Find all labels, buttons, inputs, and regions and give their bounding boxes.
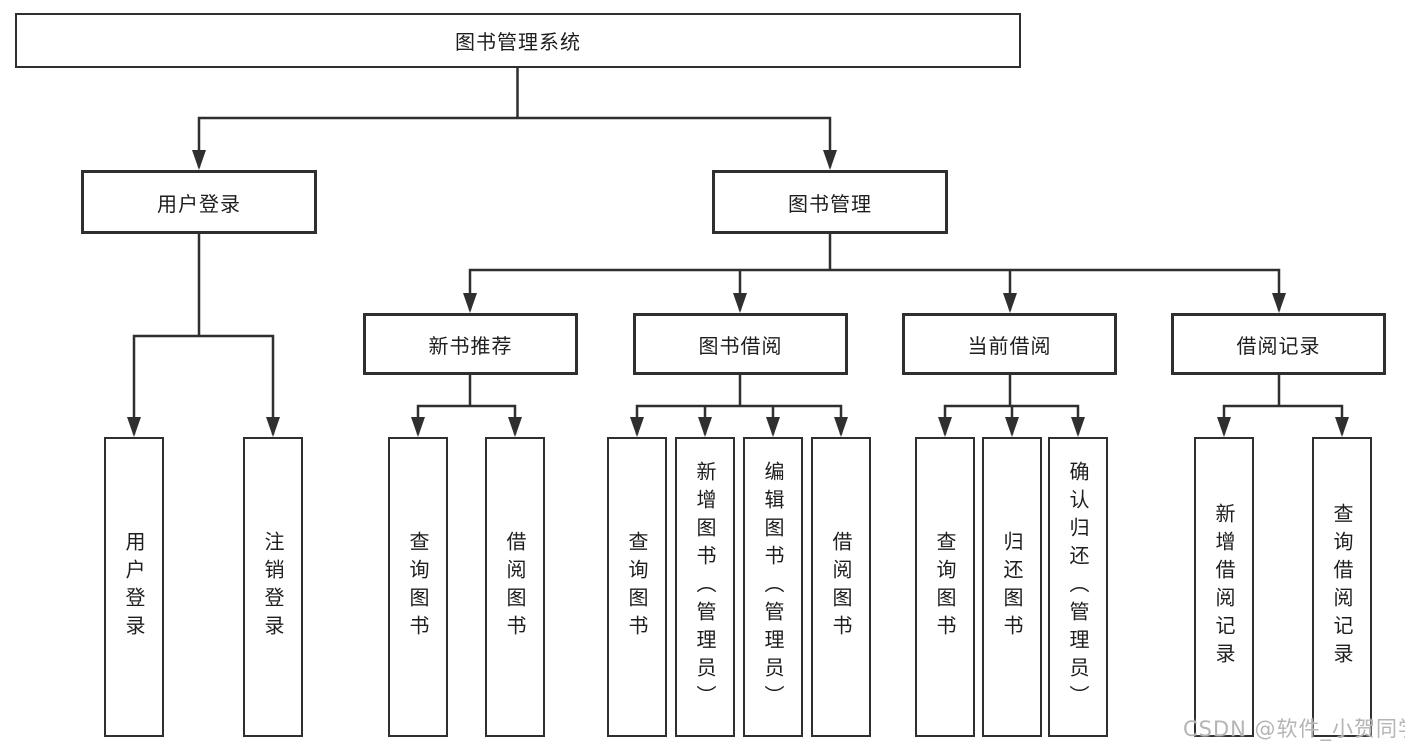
node-new-book-recommend: 新书推荐 (363, 313, 578, 375)
node-label: 当前借阅 (967, 333, 1052, 358)
node-label: 查询图书 (933, 531, 957, 643)
leaf-edit-book-admin: 编辑图书（管理员） (743, 437, 803, 737)
node-book-management: 图书管理 (712, 170, 948, 234)
leaf-return-book: 归还图书 (982, 437, 1042, 737)
node-label: 图书借阅 (698, 333, 783, 358)
leaf-confirm-return-admin: 确认归还（管理员） (1048, 437, 1108, 737)
node-label: 新增图书（管理员） (693, 461, 717, 713)
leaf-query-book-borrow: 查询图书 (607, 437, 667, 737)
node-label: 注销登录 (261, 531, 285, 643)
node-user-login: 用户登录 (81, 170, 317, 234)
leaf-add-book-admin: 新增图书（管理员） (675, 437, 735, 737)
node-book-borrow: 图书借阅 (633, 313, 848, 375)
node-label: 借阅图书 (503, 531, 527, 643)
node-label: 归还图书 (1000, 531, 1024, 643)
leaf-user-login: 用户登录 (104, 437, 164, 737)
node-label: 查询图书 (625, 531, 649, 643)
node-borrow-records: 借阅记录 (1171, 313, 1386, 375)
node-label: 新增借阅记录 (1212, 503, 1236, 671)
leaf-query-book-recommend: 查询图书 (388, 437, 448, 737)
leaf-query-borrow-record: 查询借阅记录 (1312, 437, 1372, 737)
node-label: 查询借阅记录 (1330, 503, 1354, 671)
node-label: 编辑图书（管理员） (761, 461, 785, 713)
node-current-borrow: 当前借阅 (902, 313, 1117, 375)
node-label: 查询图书 (406, 531, 430, 643)
node-label: 图书管理系统 (455, 30, 581, 54)
leaf-query-book-current: 查询图书 (915, 437, 975, 737)
node-root-library-system: 图书管理系统 (15, 13, 1021, 68)
node-label: 用户登录 (122, 531, 146, 643)
node-label: 用户登录 (157, 191, 241, 216)
node-label: 借阅记录 (1236, 333, 1321, 358)
node-label: 借阅图书 (829, 531, 853, 643)
leaf-borrow-book-recommend: 借阅图书 (485, 437, 545, 737)
leaf-add-borrow-record: 新增借阅记录 (1194, 437, 1254, 737)
node-label: 图书管理 (788, 191, 872, 216)
leaf-borrow-book: 借阅图书 (811, 437, 871, 737)
node-label: 新书推荐 (428, 333, 513, 358)
csdn-watermark: CSDN @软件_小贺同学 (1183, 717, 1405, 741)
leaf-logout: 注销登录 (243, 437, 303, 737)
node-label: 确认归还（管理员） (1066, 461, 1090, 713)
